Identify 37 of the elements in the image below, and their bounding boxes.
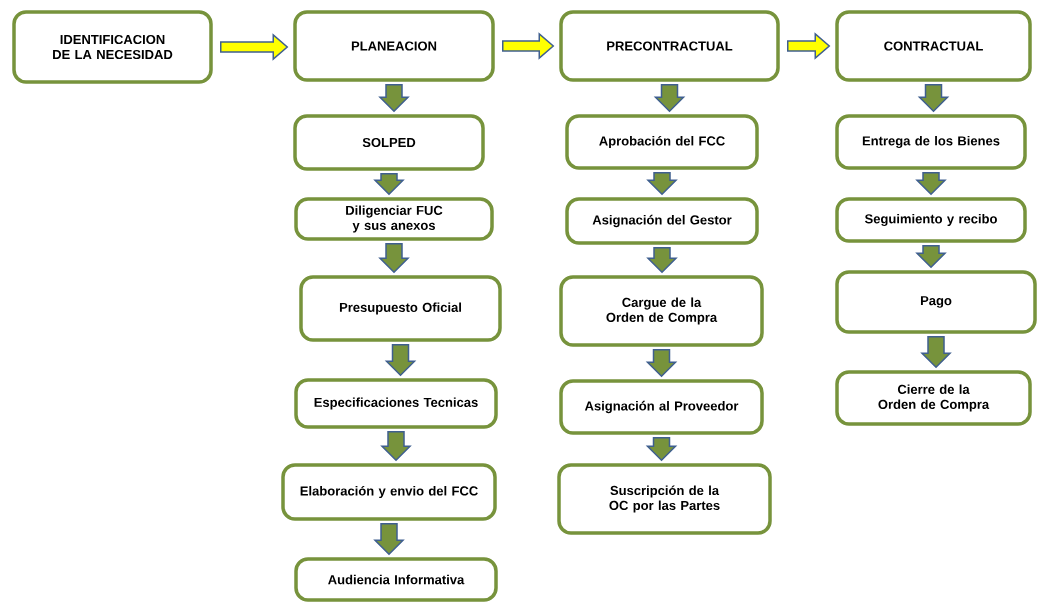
block-arrow [917,84,950,113]
process-box: Diligenciar FUC y sus anexos [294,197,494,241]
process-box: Cargue de la Orden de Compra [559,275,764,347]
process-box: Entrega de los Bienes [835,114,1027,170]
process-box: Cierre de la Orden de Compra [835,370,1032,426]
block-arrow [915,245,947,269]
block-arrow [380,431,412,462]
block-arrow [378,84,410,113]
process-box: CONTRACTUAL [835,10,1032,82]
process-box: PLANEACION [293,10,495,82]
block-arrow [645,437,678,462]
process-box: Especificaciones Tecnicas [294,378,498,429]
process-box: Elaboración y envio del FCC [281,463,497,521]
process-box: Seguimiento y recibo [835,197,1027,243]
block-arrow [220,33,289,61]
block-arrow [787,32,831,60]
block-arrow [645,349,678,378]
block-arrow [915,172,947,196]
block-arrow [373,523,405,556]
block-arrow [378,243,410,274]
block-arrow [502,32,555,60]
block-arrow [373,173,405,196]
block-arrow [384,344,417,377]
process-box: Aprobación del FCC [565,114,759,170]
process-box: SOLPED [293,114,485,171]
block-arrow [653,84,686,113]
process-box: Asignación del Gestor [565,197,759,245]
process-box: Suscripción de la OC por las Partes [557,463,772,535]
process-box: PRECONTRACTUAL [559,10,780,82]
block-arrow [920,336,952,369]
process-box: Presupuesto Oficial [299,275,502,342]
process-box: IDENTIFICACION DE LA NECESIDAD [12,10,213,84]
process-box: Pago [835,270,1037,334]
process-box: Audiencia Informativa [294,557,498,602]
block-arrow [646,172,678,196]
block-arrow [646,247,678,274]
process-box: Asignación al Proveedor [559,379,764,435]
